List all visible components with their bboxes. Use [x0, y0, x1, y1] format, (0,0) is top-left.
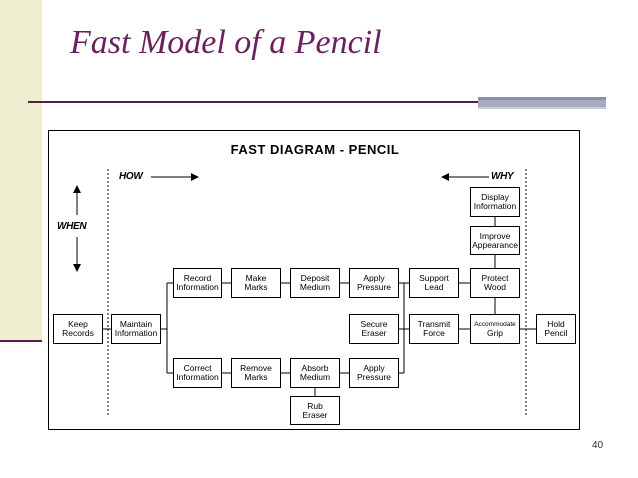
when-label: WHEN — [57, 221, 87, 232]
why-arrowhead — [441, 173, 449, 181]
page-title: Fast Model of a Pencil — [70, 24, 382, 61]
why-label: WHY — [491, 171, 514, 182]
diagram-title: FAST DIAGRAM - PENCIL — [230, 142, 400, 157]
title-divider-bar — [478, 97, 606, 109]
diagram-connectors — [73, 169, 536, 415]
sidebar-band — [0, 0, 42, 340]
page-number: 40 — [592, 440, 604, 451]
when-arrowhead-down — [73, 264, 81, 272]
sidebar-accent-line — [0, 340, 42, 342]
title-divider — [28, 101, 478, 103]
how-label: HOW — [119, 171, 143, 182]
how-arrowhead — [191, 173, 199, 181]
when-arrowhead-up — [73, 185, 81, 193]
